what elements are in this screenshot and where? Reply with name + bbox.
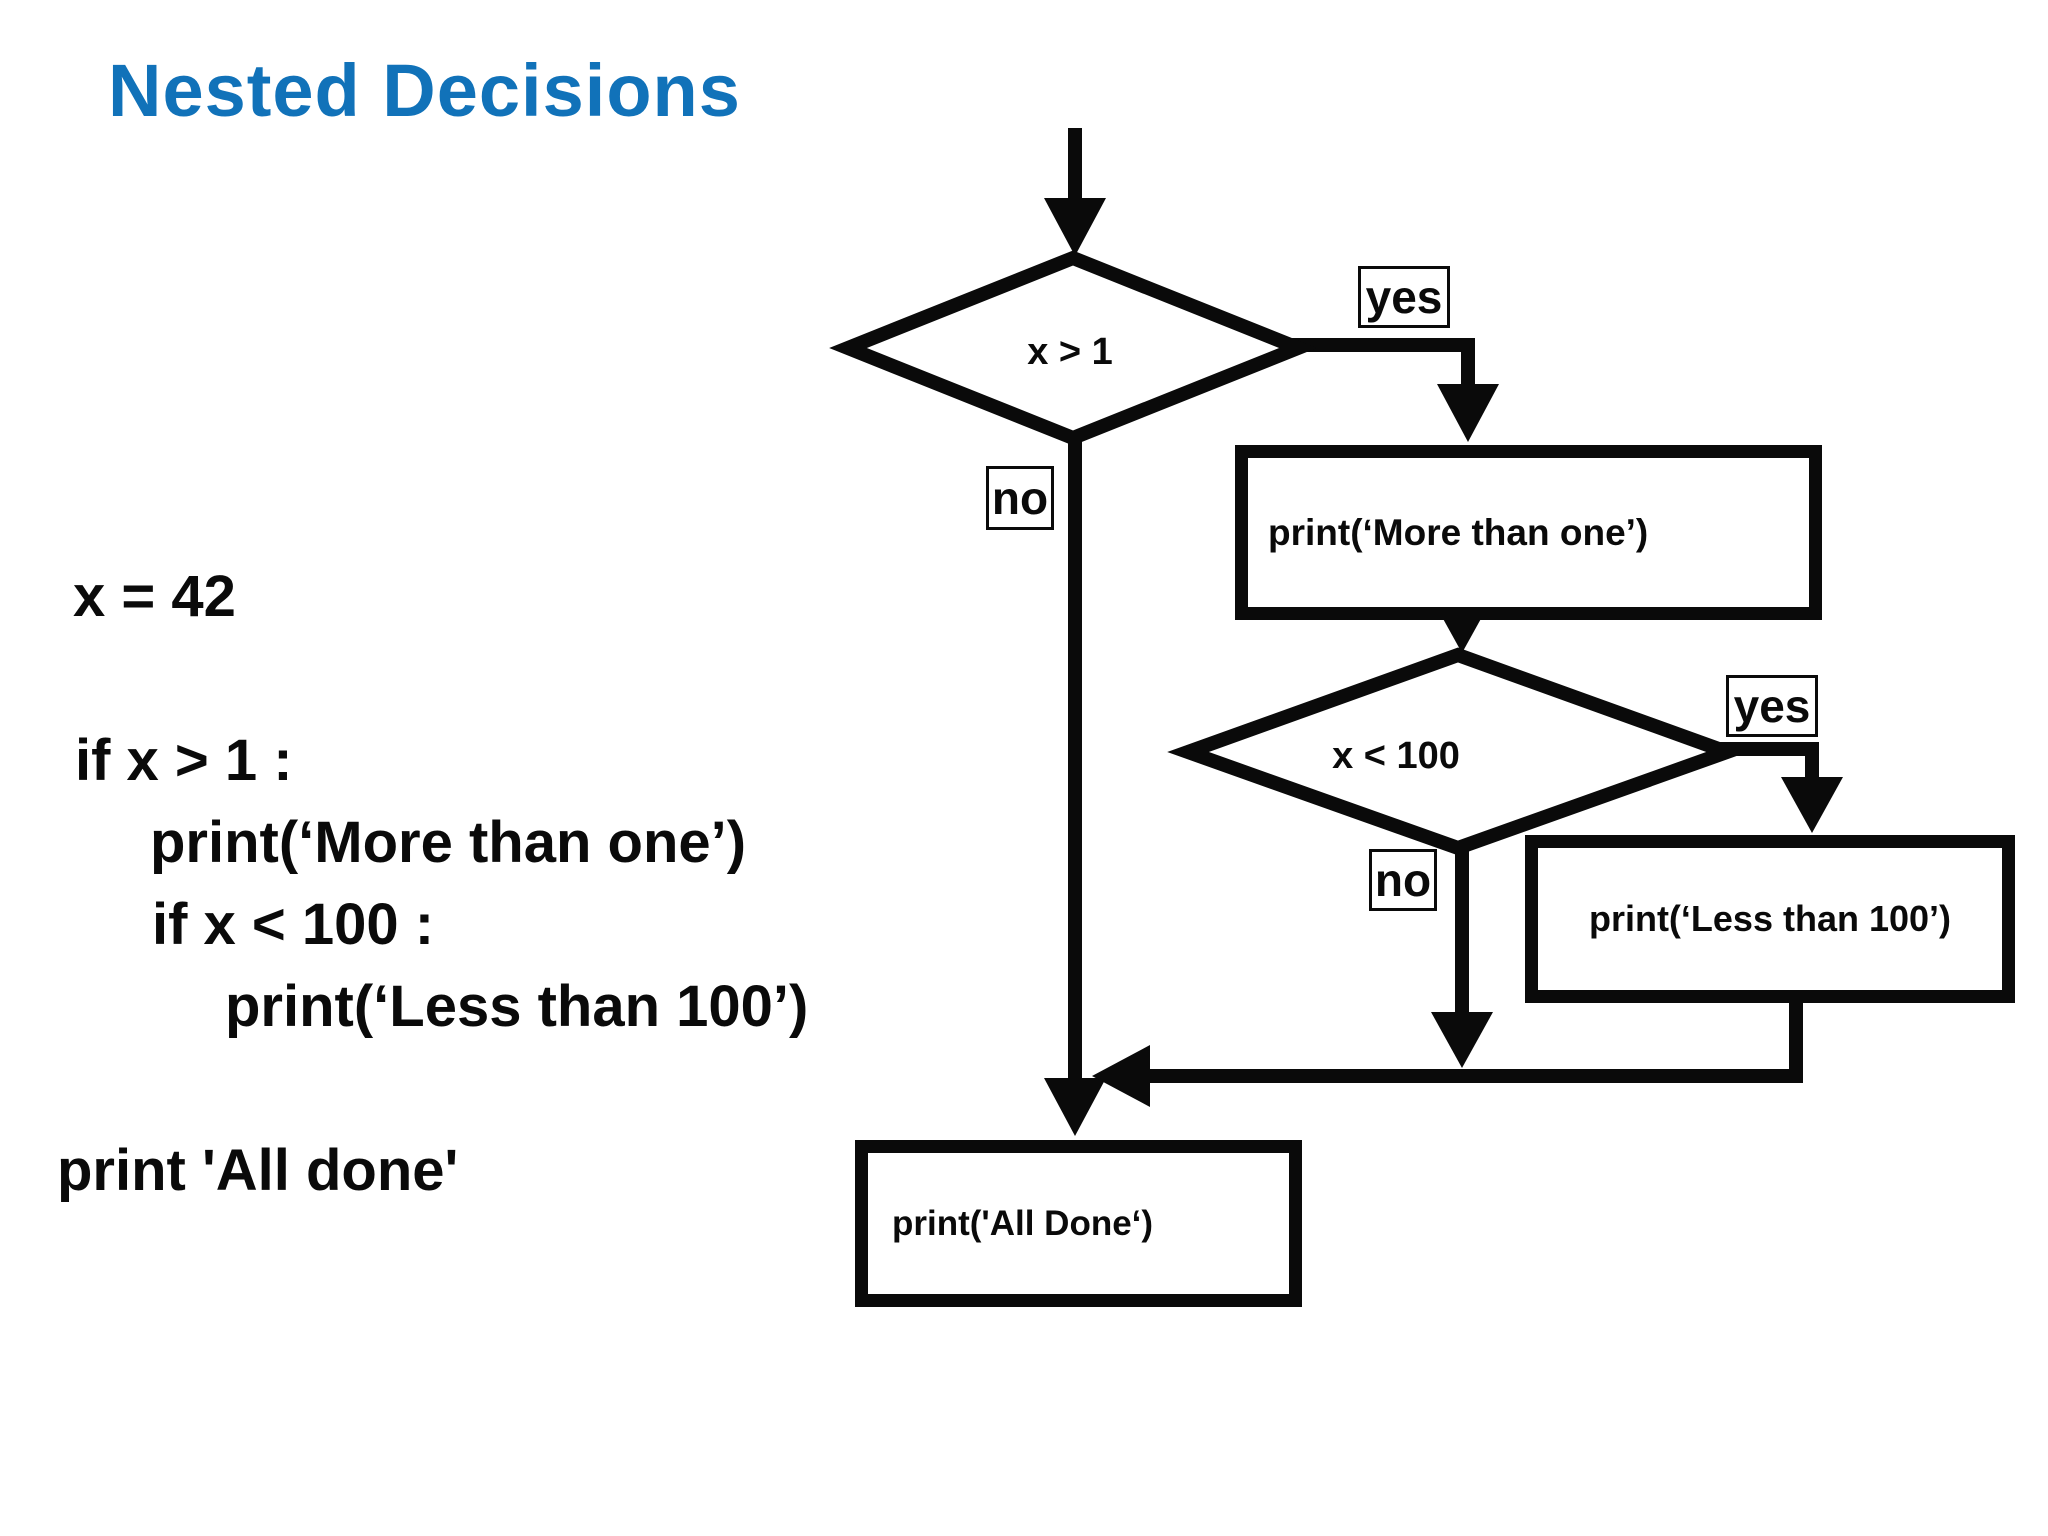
decision1-condition: x > 1 (1027, 330, 1113, 373)
decision1-yes-label: yes (1358, 266, 1450, 328)
yes2-arrow-head (1781, 777, 1843, 833)
process-more-text: print(‘More than one’) (1268, 511, 1649, 553)
process-less-box: print(‘Less than 100’) (1525, 835, 2015, 1003)
yes1-line (1292, 338, 1475, 390)
decision1-diamond (829, 250, 1317, 446)
decision2-diamond (1167, 647, 1748, 856)
decision1-no-label: no (986, 466, 1054, 530)
process-less-text: print(‘Less than 100’) (1588, 898, 1952, 939)
decision2-yes-label: yes (1726, 675, 1818, 737)
code-line: print 'All done' (57, 1138, 459, 1203)
code-block: x = 42 if x > 1 : print(‘More than one’)… (55, 556, 808, 1212)
yes2-line (1720, 742, 1819, 783)
code-line: print(‘Less than 100’) (225, 974, 809, 1039)
process-more-box: print(‘More than one’) (1235, 445, 1822, 620)
code-line: if x < 100 : (152, 892, 435, 957)
code-line: x = 42 (73, 564, 236, 629)
decision2-condition: x < 100 (1332, 734, 1460, 777)
decision2-no-label: no (1369, 849, 1437, 911)
no2-arrow-head (1431, 1012, 1493, 1068)
yes1-arrow-head (1437, 384, 1499, 442)
merge-line (1145, 1000, 1803, 1083)
entry-arrow-head (1044, 198, 1106, 256)
code-line: if x > 1 : (75, 728, 293, 793)
alldone-arrow-head (1044, 1078, 1106, 1136)
merge-arrow-head (1092, 1045, 1150, 1107)
code-line: print(‘More than one’) (150, 810, 747, 875)
page-title: Nested Decisions (108, 49, 741, 132)
process-alldone-box: print('All Done‘) (855, 1140, 1302, 1307)
process-alldone-text: print('All Done‘) (892, 1203, 1154, 1243)
